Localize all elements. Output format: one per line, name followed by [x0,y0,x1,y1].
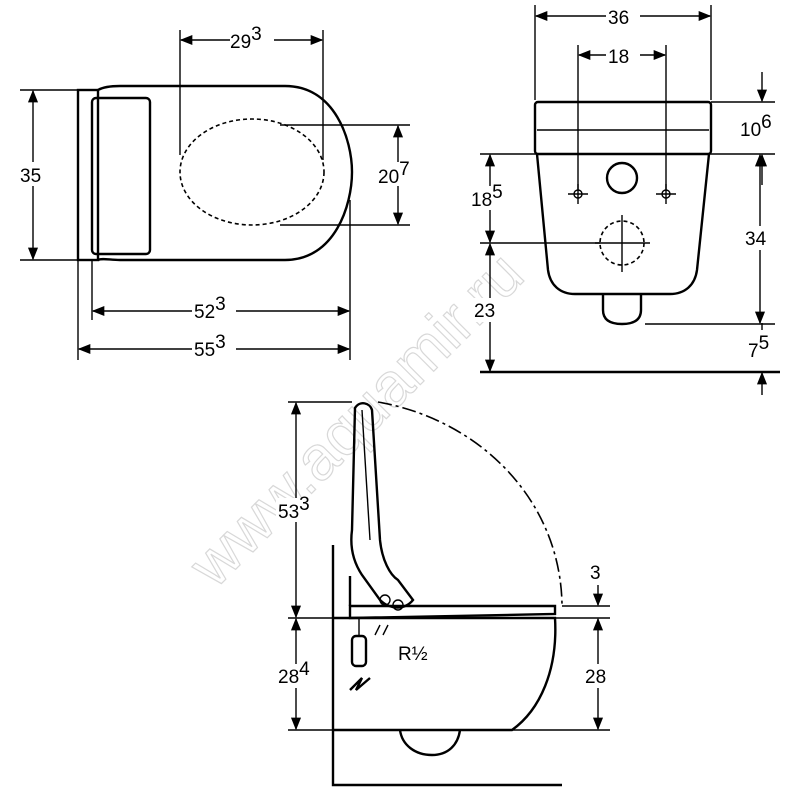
top-view-outline [76,84,354,262]
front-view-outline [533,100,713,326]
front-view-extension-lines [480,5,775,325]
dim-connection-height: 284 [278,659,310,688]
dim-seat-thickness: 106 [740,112,772,141]
dim-seat-width: 293 [230,24,262,53]
front-view-dimensions: 36 18 106 185 34 23 75 [470,4,778,395]
dim-overall-height: 35 [20,166,41,187]
dim-drain-height: 23 [474,301,495,322]
water-inlet-icon [374,624,389,636]
electric-icon [349,677,371,691]
dim-bolt-spacing: 18 [608,47,629,68]
front-view: 36 18 106 185 34 23 75 [470,4,780,395]
dim-seat-offset: 3 [590,563,601,584]
dim-bowl-rim-height: 28 [585,667,606,688]
dim-seat-depth: 207 [378,159,410,188]
dim-overall-length: 553 [194,332,226,361]
top-view-dimensions: 293 35 207 523 553 [18,24,418,361]
bolt-marks [568,184,676,272]
thread-label: R½ [398,644,428,665]
dim-drain-to-bolts: 185 [471,182,503,211]
dim-lid-height: 533 [278,494,310,523]
watermark-text: www.aquamir.ru [175,239,536,600]
side-view: 533 3 284 28 R½ [276,401,616,787]
side-view-outline [331,401,563,787]
dim-floor-gap: 75 [748,333,769,362]
side-view-dimensions: 533 3 284 28 R½ [276,401,616,731]
top-view: 293 35 207 523 553 [18,24,418,361]
dim-overall-width: 36 [608,8,629,29]
dim-bowl-length: 523 [194,294,226,323]
dim-bowl-height: 34 [745,229,767,250]
